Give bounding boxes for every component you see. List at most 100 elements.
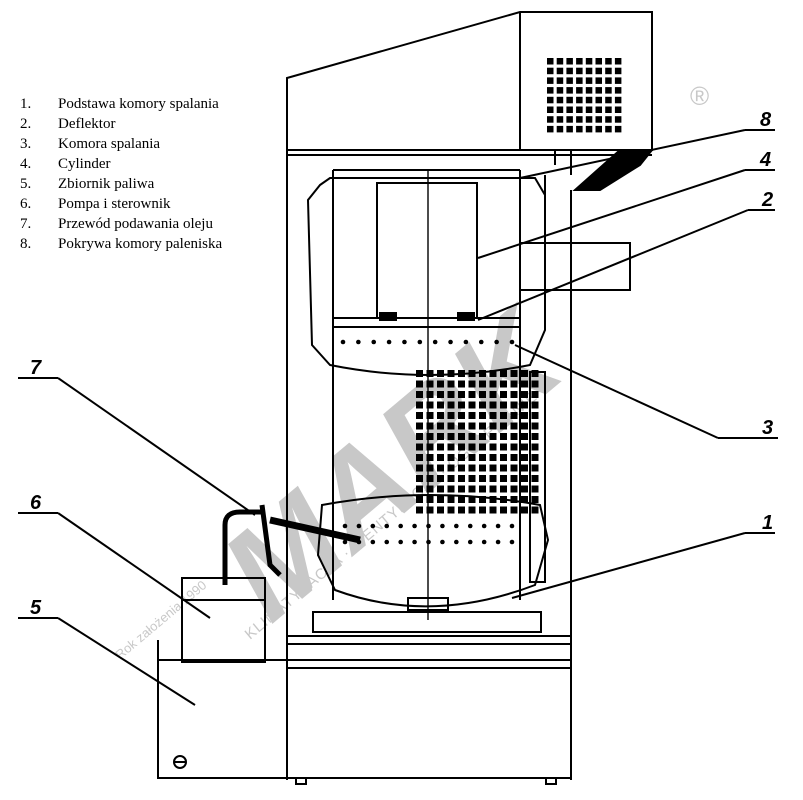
callout-8: 8: [760, 109, 772, 131]
lower-chamber-hole: [509, 523, 515, 529]
grille-cell: [576, 67, 583, 75]
top-housing: [286, 11, 653, 151]
grille-cell: [547, 87, 554, 94]
grille-cell: [614, 125, 622, 133]
grille-cell: [458, 496, 465, 503]
grille-cell: [595, 125, 602, 133]
lower-chamber-hole: [398, 523, 403, 529]
lower-chamber-hole: [426, 523, 431, 529]
lower-chamber-hole: [370, 539, 376, 545]
grille-cell: [531, 506, 539, 514]
cabinet-shelf: [286, 635, 572, 645]
grille-cell: [556, 87, 564, 94]
grille-cell: [416, 443, 423, 451]
leader-2: [477, 209, 749, 321]
grille-cell: [531, 391, 539, 398]
grille-cell: [458, 506, 465, 514]
grille-cell: [576, 77, 583, 84]
grille-cell: [605, 67, 612, 75]
lower-chamber-hole: [454, 539, 459, 545]
grille-cell: [416, 506, 423, 514]
grille-cell: [605, 77, 612, 84]
lower-chamber-hole: [342, 523, 348, 529]
grille-cell: [468, 464, 476, 472]
callout-numbers: 8 4 2 3 1 7 6 5: [30, 109, 773, 619]
grille-cell: [437, 401, 444, 409]
grille-cell: [614, 67, 622, 75]
grille-cell: [500, 433, 507, 440]
grille-cell: [479, 454, 486, 461]
grille-cell: [489, 401, 497, 409]
grille-cell: [468, 380, 476, 388]
grille-cell: [426, 454, 434, 461]
grille-cell: [458, 370, 465, 377]
upper-chamber-hole: [509, 339, 515, 345]
grille-cell: [426, 485, 434, 493]
grille-cell: [556, 116, 564, 123]
grille-cell: [605, 87, 612, 94]
grille-cell: [566, 116, 573, 123]
grille-cell: [458, 380, 465, 388]
upper-chamber-hole: [448, 339, 453, 345]
grille-cell: [489, 506, 497, 514]
chamber-foot: [407, 597, 449, 611]
grille-cell: [447, 475, 455, 482]
grille-cell: [510, 506, 518, 514]
grille-cell: [531, 454, 539, 461]
grille-cell: [416, 433, 423, 440]
upper-chamber-hole: [417, 339, 423, 345]
grille-cell: [576, 87, 583, 94]
grille-cell: [468, 506, 476, 514]
grille-cell: [437, 391, 444, 398]
callout-6: 6: [30, 492, 42, 514]
grille-cell: [468, 433, 476, 440]
grille-cell: [479, 464, 486, 472]
grille-cell: [556, 106, 564, 113]
leader-lines: [18, 129, 778, 706]
grille-cell: [531, 401, 539, 409]
grille-cell: [489, 380, 497, 388]
grille-cell: [531, 370, 539, 377]
grille-cell: [595, 77, 602, 84]
grille-cell: [500, 475, 507, 482]
grille-cell: [458, 485, 465, 493]
grille-cell: [595, 67, 602, 75]
deflector-support-right: [457, 312, 475, 321]
grille-cell: [416, 464, 423, 472]
grille-cell: [447, 433, 455, 440]
grille-cell: [426, 391, 434, 398]
grille-cell: [437, 464, 444, 472]
grille-cell: [510, 475, 518, 482]
lower-chamber-hole: [426, 539, 431, 545]
grille-cell: [510, 422, 518, 430]
grille-cell: [500, 506, 507, 514]
grille-cell: [479, 412, 486, 419]
grille-cell: [416, 401, 423, 409]
grille-cell: [447, 485, 455, 493]
grille-cell: [521, 401, 528, 409]
grille-cell: [605, 125, 612, 133]
grille-cell: [614, 116, 622, 123]
grille-cell: [426, 496, 434, 503]
grille-cell: [437, 506, 444, 514]
grille-cell: [437, 433, 444, 440]
grille-cell: [416, 454, 423, 461]
grille-cell: [500, 380, 507, 388]
grille-cell: [510, 485, 518, 493]
leader-1: [511, 532, 746, 599]
heater-drawing: [157, 11, 655, 785]
leader-5: [57, 617, 196, 706]
grille-cell: [489, 391, 497, 398]
grille-cell: [585, 77, 593, 84]
grille-cell: [468, 370, 476, 377]
grille-cell: [521, 391, 528, 398]
grille-cell: [547, 116, 554, 123]
grille-cell: [595, 58, 602, 65]
grille-cell: [479, 506, 486, 514]
lower-chamber-hole: [398, 539, 403, 545]
grille-cell: [468, 422, 476, 430]
grille-cell: [437, 422, 444, 430]
grille-cell: [489, 496, 497, 503]
grille-cell: [489, 412, 497, 419]
